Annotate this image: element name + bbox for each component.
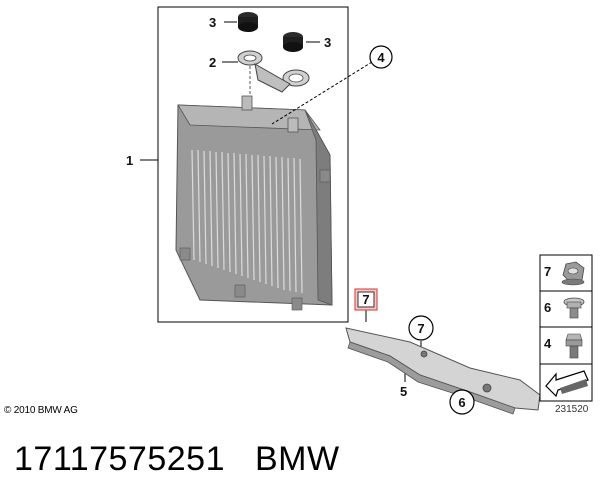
callout-7-support: 7 [408, 315, 434, 341]
callout-7-highlighted[interactable]: 7 [354, 288, 378, 311]
arrow-reference-icon [545, 370, 589, 398]
flange-nut-icon [561, 261, 585, 286]
bracket-illustration [237, 50, 310, 96]
legend-number-7: 7 [544, 264, 551, 279]
callout-1: 1 [126, 153, 133, 168]
svg-text:4: 4 [377, 50, 385, 65]
callout-6: 6 [449, 389, 475, 415]
copyright-text: © 2010 BMW AG [4, 405, 78, 416]
svg-text:7: 7 [362, 292, 369, 307]
part-line: 17117575251 BMW [14, 440, 340, 479]
image-number: 231520 [555, 404, 589, 415]
svg-text:7: 7 [417, 321, 424, 336]
callout-3-left: 3 [209, 15, 216, 30]
legend-panel: 7 6 4 [539, 254, 593, 402]
legend-number-4: 4 [544, 336, 552, 351]
parts-diagram: 3 3 2 1 5 4 7 6 7 7 6 [126, 6, 593, 415]
radiator-frame [157, 6, 349, 323]
legend-number-6: 6 [544, 300, 551, 315]
svg-text:6: 6 [458, 395, 465, 410]
callout-5: 5 [400, 384, 407, 399]
grommet-left-illustration [238, 12, 258, 32]
callout-2: 2 [209, 55, 216, 70]
part-number: 17117575251 [14, 440, 225, 478]
grommet-right-illustration [283, 32, 303, 52]
radiator-illustration [175, 95, 333, 311]
callout-4: 4 [369, 45, 393, 69]
support-bracket-illustration [345, 327, 541, 415]
callout-3-right: 3 [324, 35, 331, 50]
hex-bolt-icon [565, 333, 583, 359]
collar-screw-icon [563, 297, 585, 319]
brand-name: BMW [254, 440, 340, 478]
